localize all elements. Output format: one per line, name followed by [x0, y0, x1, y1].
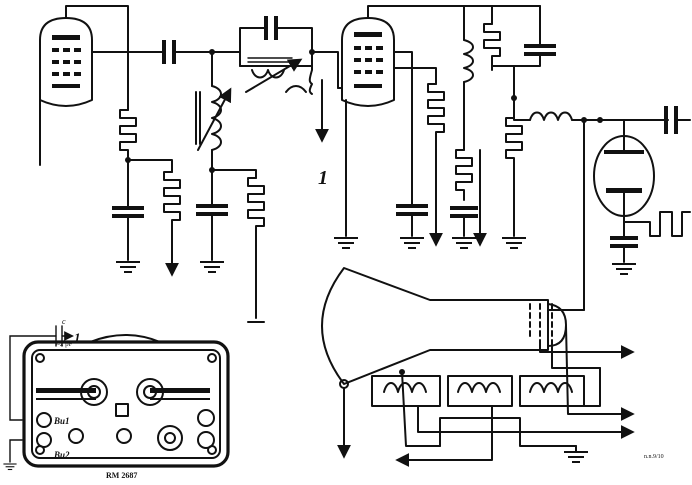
output-coil	[513, 97, 691, 311]
panel-external-wiring: c ≈2 pF 1	[2, 317, 81, 471]
coupling-capacitor-1	[162, 40, 241, 64]
bridged-tuned-network: 1	[239, 16, 339, 189]
capacitor-note-c: c	[62, 317, 66, 326]
figure-code: n.n.9/10	[644, 454, 664, 460]
anode-load-tube-1	[112, 109, 181, 277]
anode-load-tube-2	[450, 5, 556, 249]
socket-2-label: Bu2	[53, 450, 70, 460]
output-marker-main: 1	[318, 167, 328, 189]
deflection-coils	[371, 367, 635, 467]
capacitor-note-value: ≈2 pF	[56, 340, 73, 348]
tube-1	[39, 5, 163, 166]
tuned-circuit-1	[195, 49, 265, 323]
cathode-ray-tube	[321, 267, 635, 459]
instrument-front-panel: Bu1 Bu2 RM 2687	[22, 334, 230, 480]
device-code: RM 2687	[106, 471, 137, 480]
socket-bu1[interactable]	[36, 412, 52, 428]
tube-2	[333, 5, 465, 249]
output-marker-device: 1	[74, 330, 81, 345]
socket-bu2[interactable]	[36, 432, 52, 448]
socket-1-label: Bu1	[53, 416, 70, 426]
diode-tube	[593, 119, 691, 275]
